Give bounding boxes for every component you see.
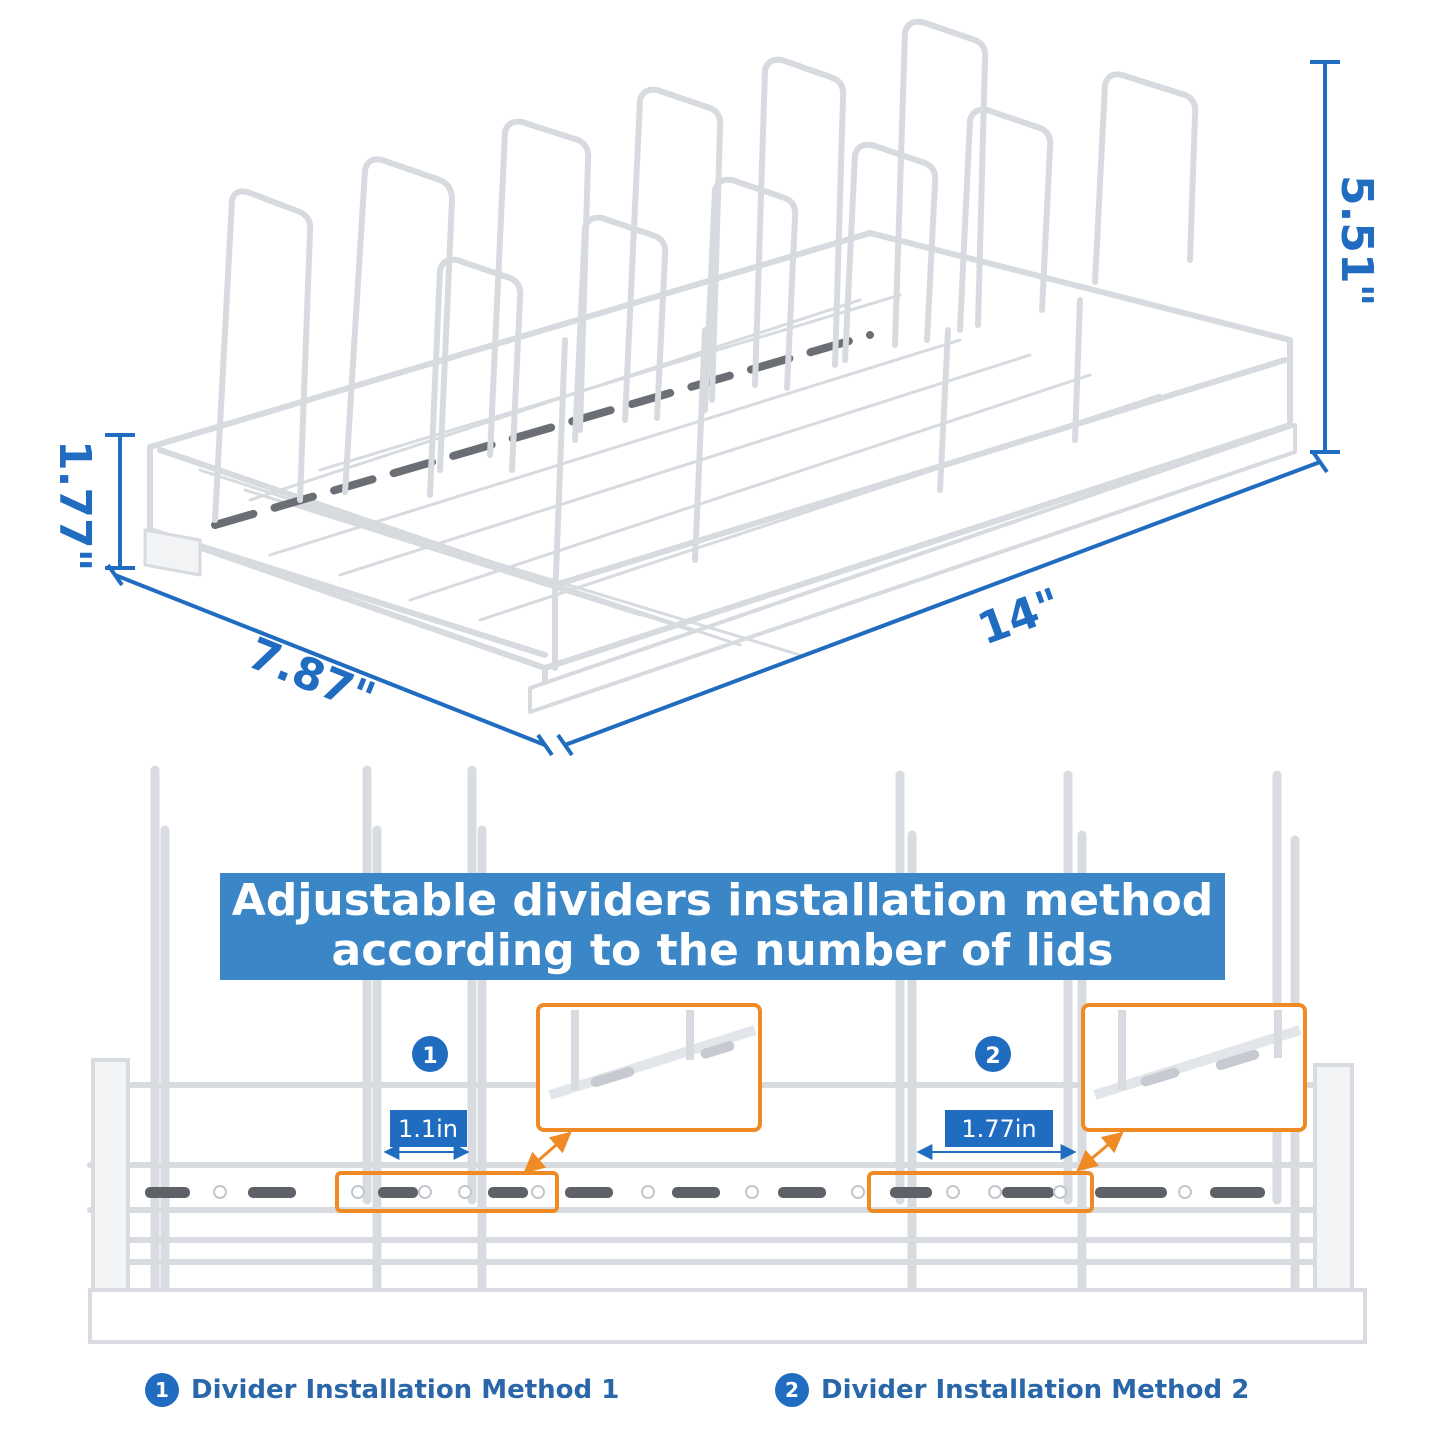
spacing-measure-1: 1.1in — [383, 1110, 470, 1160]
spacing-label-1: 1.1in — [398, 1115, 458, 1143]
method-badge-2: 2 — [975, 1036, 1011, 1072]
dim-height-base: 1.77" — [49, 440, 100, 571]
method-badge-1: 1 — [412, 1036, 448, 1072]
spacing-measure-2: 1.77in — [916, 1110, 1077, 1160]
dim-height-total: 5.51" — [1331, 175, 1382, 306]
banner-line-1: Adjustable dividers installation method — [231, 875, 1214, 926]
zoom-callout-1 — [536, 1003, 762, 1132]
dim-length: 14" — [971, 579, 1068, 656]
title-banner: Adjustable dividers installation method … — [220, 873, 1225, 980]
caption-text-1: Divider Installation Method 1 — [191, 1375, 620, 1405]
callout-arrow-1 — [523, 1131, 572, 1174]
caption-method-2: 2 Divider Installation Method 2 — [775, 1370, 1249, 1410]
caption-text-2: Divider Installation Method 2 — [821, 1375, 1250, 1405]
rack-dividers — [212, 18, 1199, 603]
rack-3d-view — [143, 18, 1297, 714]
caption-badge-1: 1 — [145, 1373, 179, 1407]
banner-line-2: according to the number of lids — [331, 925, 1114, 976]
rack-front-view — [87, 765, 1367, 1344]
slot-holes — [145, 1187, 1265, 1198]
svg-text:2: 2 — [985, 1044, 1000, 1069]
spacing-label-2: 1.77in — [961, 1115, 1036, 1143]
highlight-boxes — [335, 1171, 1094, 1213]
caption-badge-2: 2 — [775, 1373, 809, 1407]
dim-depth: 7.87" — [241, 628, 382, 725]
rack-slot-rail — [211, 331, 874, 529]
rack-left-foot — [143, 528, 202, 577]
dimension-lines — [105, 60, 1340, 757]
caption-method-1: 1 Divider Installation Method 1 — [145, 1370, 619, 1410]
zoom-callout-2 — [1081, 1003, 1307, 1132]
svg-text:1: 1 — [422, 1044, 437, 1069]
callout-arrow-2 — [1076, 1131, 1124, 1172]
rack-front-rail — [528, 423, 1297, 714]
slot-pins — [213, 1185, 1192, 1199]
rack-grid-wires — [198, 293, 1162, 657]
